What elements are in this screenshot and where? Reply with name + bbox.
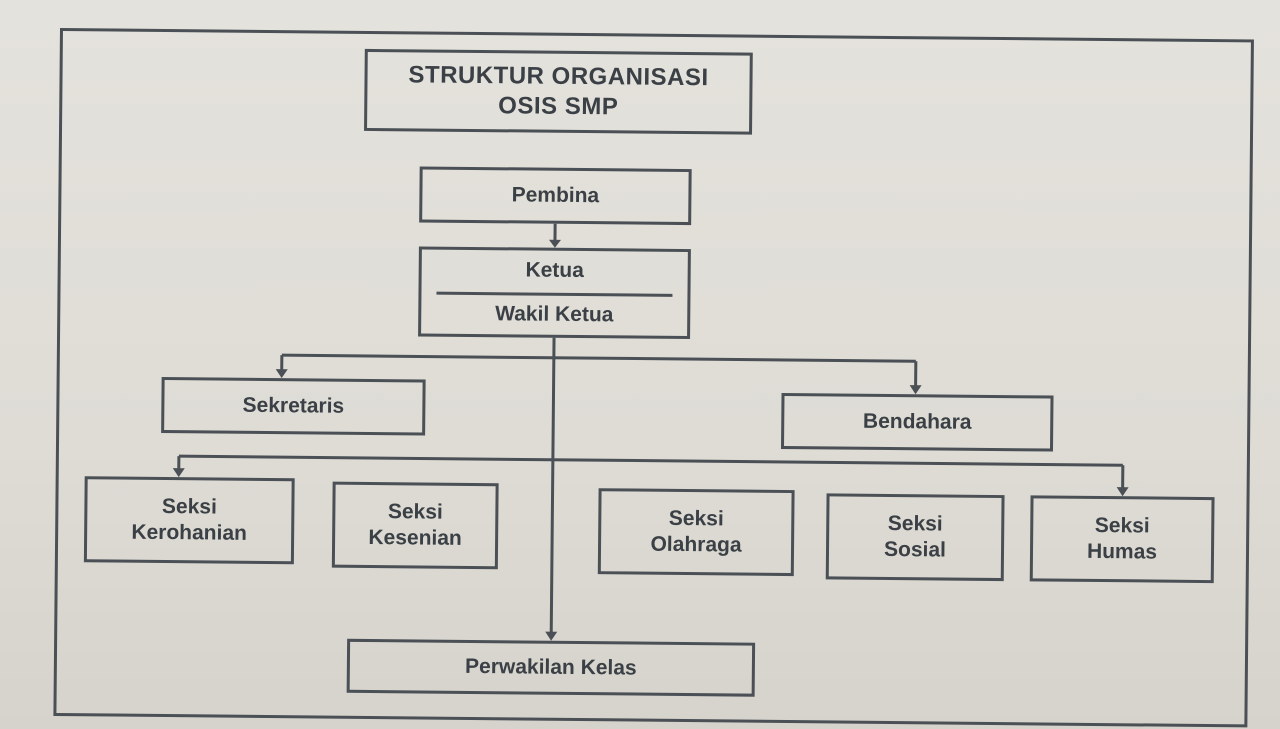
seksi-olahraga-line-1: Seksi	[668, 506, 724, 531]
seksi-humas-line-2: Humas	[1086, 539, 1158, 564]
sekretaris-box: Sekretaris	[161, 376, 426, 436]
seksi-humas-box: Seksi Humas	[1029, 495, 1215, 584]
ketua-divider	[436, 291, 673, 297]
arrow-ketua	[548, 239, 561, 248]
connector-trunk	[549, 337, 556, 636]
seksi-kesenian-line-2: Kesenian	[368, 525, 462, 550]
bendahara-box: Bendahara	[780, 392, 1054, 452]
connector-lines	[172, 223, 1129, 641]
pembina-box: Pembina	[419, 166, 692, 226]
wakil-ketua-label: Wakil Ketua	[495, 301, 614, 326]
connector-seksi-bar	[178, 454, 1123, 467]
connector-top-bar	[281, 353, 916, 363]
sekretaris-label: Sekretaris	[242, 393, 345, 418]
arrow-kerohanian	[172, 468, 185, 478]
perwakilan-kelas-label: Perwakilan Kelas	[464, 654, 637, 680]
pembina-label: Pembina	[511, 183, 600, 208]
seksi-kesenian-box: Seksi Kesenian	[331, 481, 499, 570]
seksi-sosial-line-2: Sosial	[883, 537, 947, 562]
seksi-sosial-line-1: Seksi	[887, 511, 943, 536]
org-chart-frame: STRUKTUR ORGANISASI OSIS SMP Pembina Ket…	[53, 28, 1254, 728]
bendahara-label: Bendahara	[862, 409, 972, 434]
arrow-perwakilan-kelas	[545, 631, 558, 641]
arrow-humas	[1116, 487, 1129, 497]
seksi-kerohanian-line-1: Seksi	[161, 494, 217, 519]
title-line-2: OSIS SMP	[498, 92, 619, 121]
title-box: STRUKTUR ORGANISASI OSIS SMP	[364, 48, 753, 135]
ketua-box: Ketua Wakil Ketua	[418, 246, 691, 340]
seksi-kerohanian-box: Seksi Kerohanian	[83, 476, 295, 565]
seksi-kerohanian-line-2: Kerohanian	[131, 520, 248, 545]
seksi-sosial-box: Seksi Sosial	[825, 493, 1005, 582]
seksi-olahraga-line-2: Olahraga	[650, 532, 742, 557]
arrow-bendahara	[909, 385, 922, 395]
arrow-sekretaris	[275, 369, 288, 379]
seksi-kesenian-line-1: Seksi	[387, 499, 443, 524]
seksi-olahraga-box: Seksi Olahraga	[597, 488, 795, 577]
title-line-1: STRUKTUR ORGANISASI	[408, 61, 709, 92]
perwakilan-kelas-box: Perwakilan Kelas	[346, 638, 756, 697]
ketua-label: Ketua	[525, 258, 584, 283]
seksi-humas-line-1: Seksi	[1094, 513, 1150, 538]
